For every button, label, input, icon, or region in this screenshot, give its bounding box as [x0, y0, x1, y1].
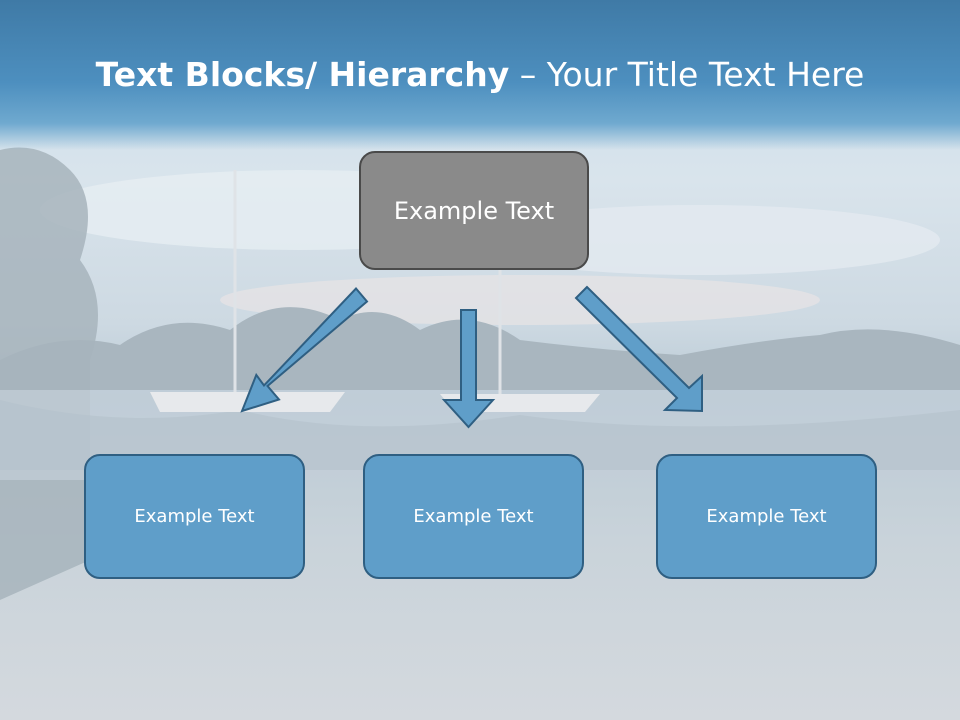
slide-title: Text Blocks/ Hierarchy – Your Title Text… [0, 52, 960, 98]
root-text-label: Example Text [393, 196, 555, 225]
title-band [0, 0, 960, 150]
child-text-block-right[interactable]: Example Text [656, 454, 877, 579]
arrow-right [574, 285, 703, 413]
arrow-middle [441, 309, 496, 429]
root-text-block[interactable]: Example Text [359, 151, 589, 270]
child-text-block-middle[interactable]: Example Text [363, 454, 584, 579]
child-text-label-middle: Example Text [413, 506, 534, 527]
title-bold-part: Text Blocks/ Hierarchy [95, 55, 510, 94]
child-text-label-right: Example Text [706, 506, 827, 527]
title-separator: – [509, 55, 547, 94]
title-light-part: Your Title Text Here [546, 55, 865, 94]
arrow-left [240, 287, 369, 413]
child-text-label-left: Example Text [134, 506, 255, 527]
child-text-block-left[interactable]: Example Text [84, 454, 305, 579]
